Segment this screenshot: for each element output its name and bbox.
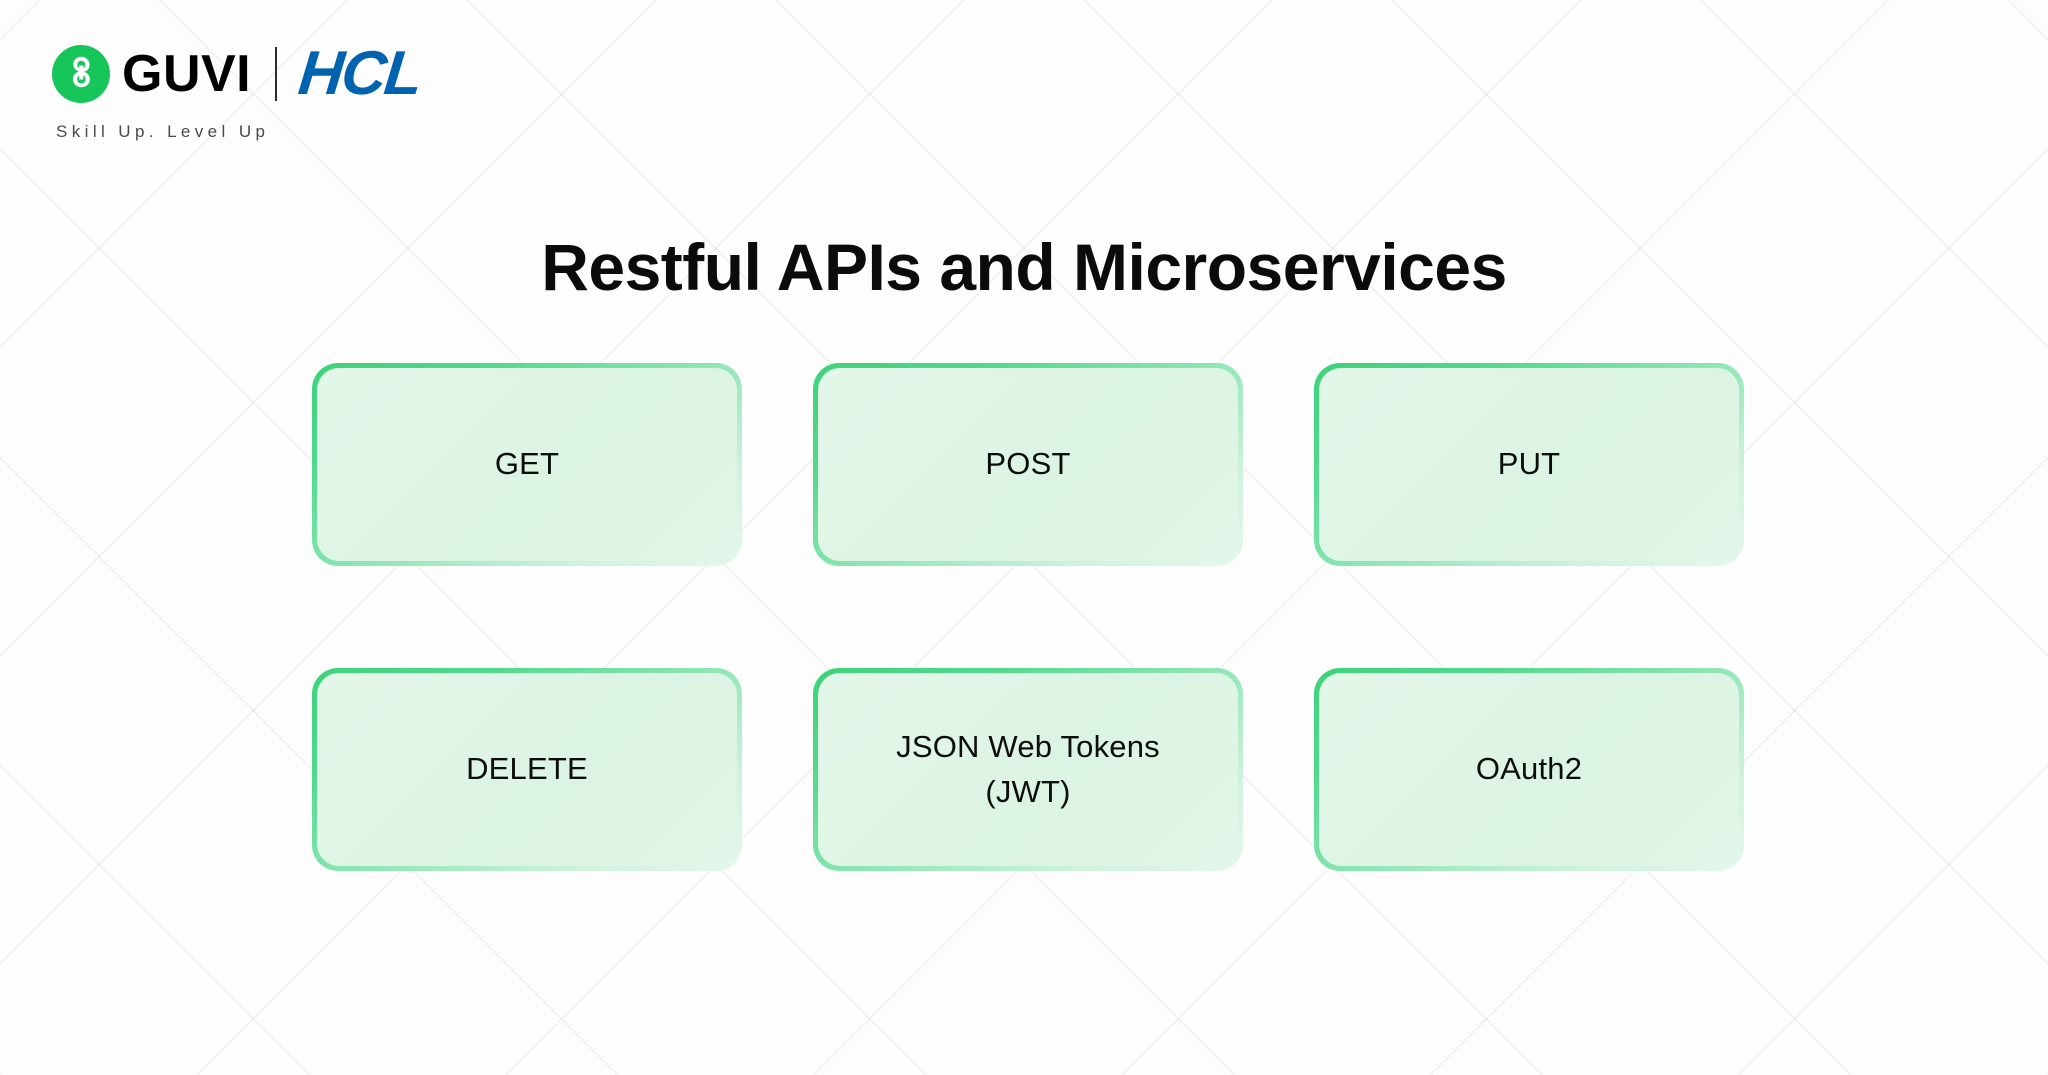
card-put-label: PUT bbox=[1497, 446, 1561, 482]
card-get-label: GET bbox=[494, 446, 560, 482]
card-put-body: PUT bbox=[1319, 368, 1739, 561]
card-jwt-label: JSON Web Tokens (JWT) bbox=[896, 729, 1160, 809]
card-delete[interactable]: DELETE bbox=[312, 668, 742, 871]
card-delete-body: DELETE bbox=[317, 673, 737, 866]
card-get-body: GET bbox=[317, 368, 737, 561]
card-post-body: POST bbox=[818, 368, 1238, 561]
card-oauth2[interactable]: OAuth2 bbox=[1314, 668, 1744, 871]
card-delete-label: DELETE bbox=[466, 751, 588, 787]
card-jwt[interactable]: JSON Web Tokens (JWT) bbox=[813, 668, 1243, 871]
card-post-label: POST bbox=[985, 446, 1071, 482]
brand-lockup: GUVI HCL Skill Up. Level Up bbox=[52, 39, 572, 142]
brand-tagline: Skill Up. Level Up bbox=[56, 122, 270, 141]
brand-divider bbox=[275, 47, 278, 101]
guvi-wordmark: GUVI bbox=[122, 45, 252, 103]
hcl-wordmark: HCL bbox=[295, 39, 425, 108]
card-put[interactable]: PUT bbox=[1314, 363, 1744, 566]
card-post[interactable]: POST bbox=[813, 363, 1243, 566]
page-title: Restful APIs and Microservices bbox=[541, 230, 1507, 305]
card-get[interactable]: GET bbox=[312, 363, 742, 566]
card-oauth2-body: OAuth2 bbox=[1319, 673, 1739, 866]
card-grid: GET POST PUT DELETE JSON Web Tokens (JWT… bbox=[312, 363, 1744, 871]
card-jwt-body: JSON Web Tokens (JWT) bbox=[818, 673, 1238, 866]
brand-logo-row: GUVI HCL bbox=[52, 39, 572, 108]
card-oauth2-label: OAuth2 bbox=[1475, 751, 1583, 787]
guvi-g-circle-icon bbox=[52, 45, 110, 103]
